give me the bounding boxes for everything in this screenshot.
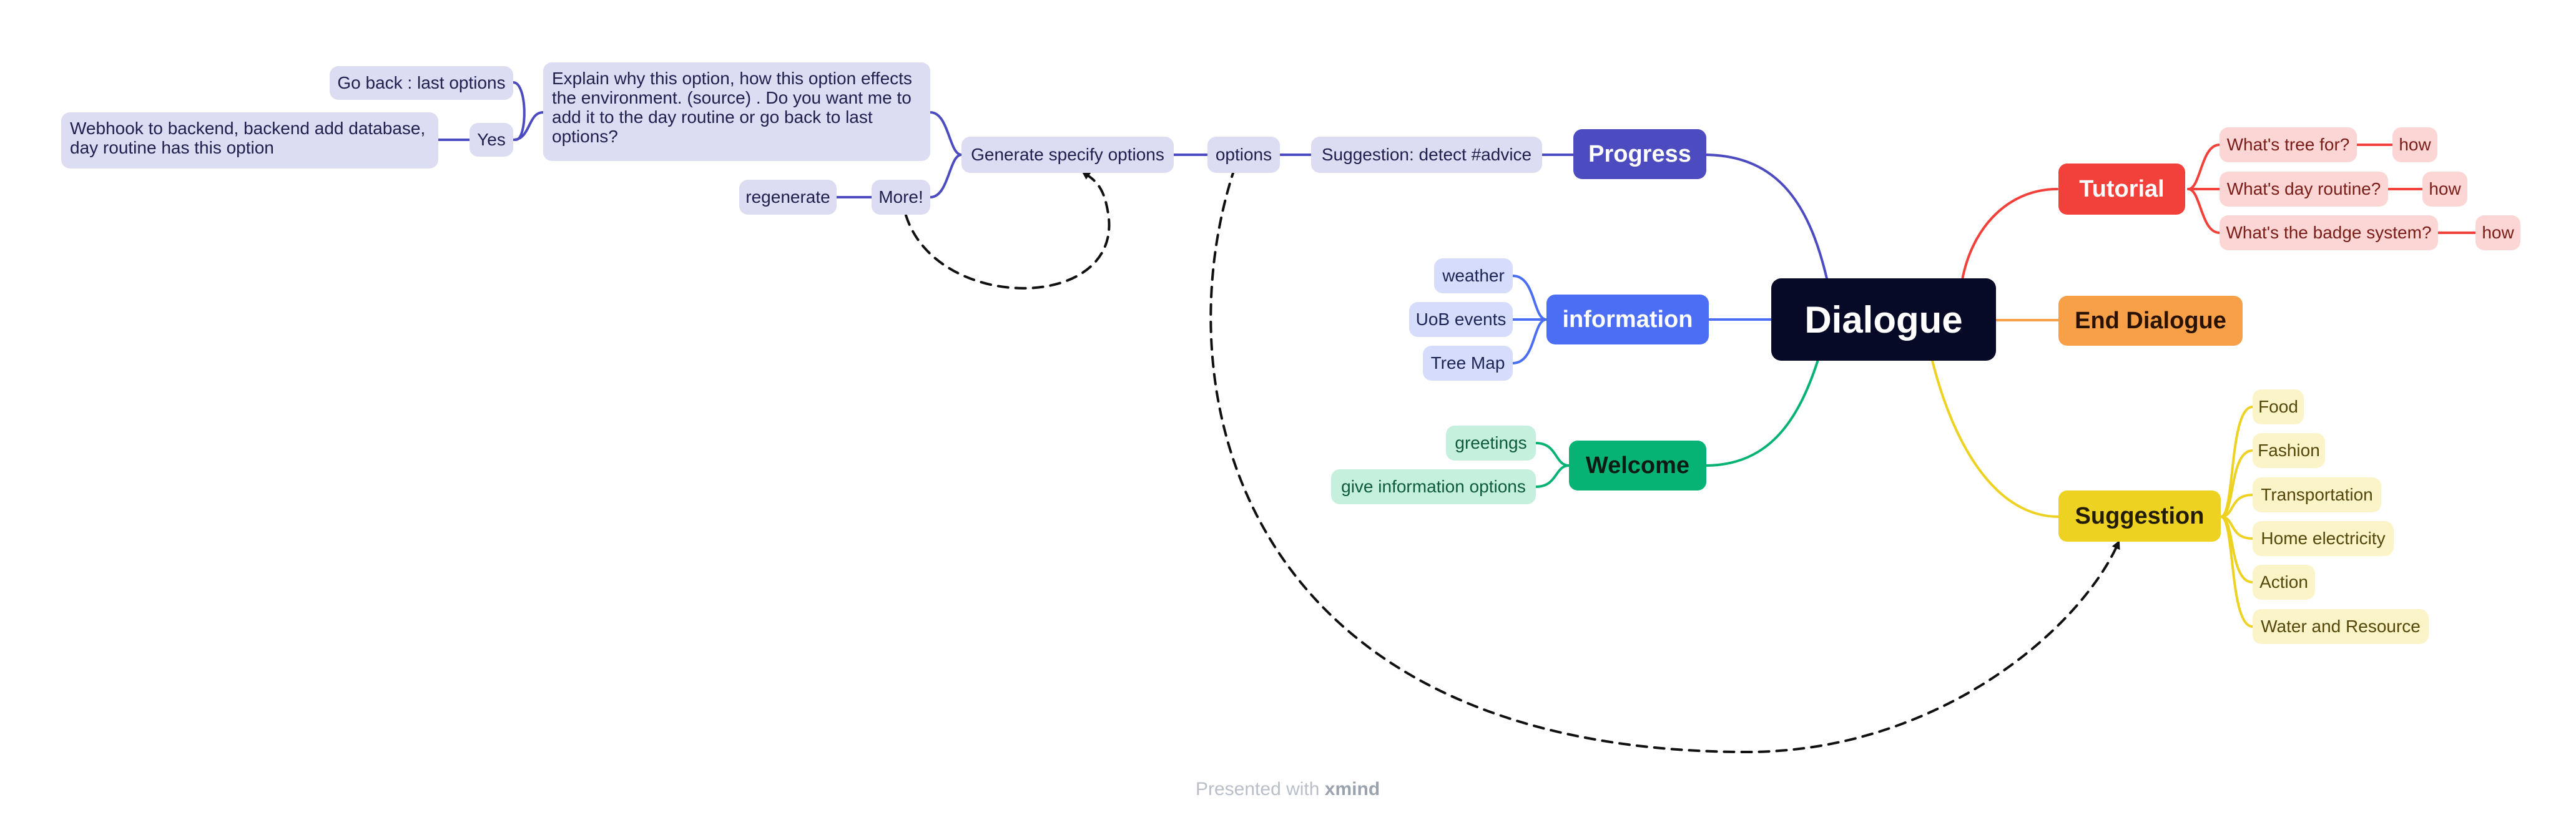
line-suggestion-action	[2220, 515, 2254, 583]
subtopic-greetings[interactable]: greetings	[1446, 426, 1536, 461]
subtopic-home-electricity[interactable]: Home electricity	[2253, 521, 2394, 556]
subtopic-explain-option[interactable]: Explain why this option, how this option…	[543, 62, 930, 161]
subtopic-food[interactable]: Food	[2253, 389, 2304, 424]
topic-suggestion[interactable]: Suggestion	[2058, 491, 2221, 542]
line-root-welcome	[1705, 354, 1821, 467]
topic-end-dialogue[interactable]: End Dialogue	[2058, 296, 2243, 346]
subtopic-fashion[interactable]: Fashion	[2253, 433, 2325, 468]
xmind-brand[interactable]: xmind	[1324, 779, 1380, 799]
subtopic-how-badge[interactable]: how	[2475, 215, 2520, 250]
line-yes-goback	[512, 81, 526, 141]
line-suggestion-fashion	[2220, 449, 2254, 518]
line-tutorial-tree	[2187, 144, 2221, 190]
root-topic-dialogue[interactable]: Dialogue	[1771, 278, 1996, 361]
subtopic-how-day-routine[interactable]: how	[2422, 172, 2467, 207]
line-welcome-giveinfo	[1535, 464, 1570, 488]
subtopic-webhook-backend[interactable]: Webhook to backend, backend add database…	[61, 112, 438, 168]
line-suggestion-water	[2220, 515, 2254, 628]
line-info-weather	[1512, 275, 1548, 321]
subtopic-suggestion-detect[interactable]: Suggestion: detect #advice	[1311, 137, 1542, 173]
relationship-options-to-suggestion	[1209, 166, 2120, 754]
footer-text: Presented with	[1196, 779, 1320, 799]
line-tutorial-badge	[2187, 188, 2221, 234]
topic-information[interactable]: information	[1546, 295, 1709, 344]
subtopic-uob-events[interactable]: UoB events	[1409, 302, 1513, 337]
line-generate-explain	[929, 111, 963, 156]
subtopic-action[interactable]: Action	[2253, 565, 2315, 600]
subtopic-more[interactable]: More!	[872, 180, 930, 215]
subtopic-go-back-last-options[interactable]: Go back : last options	[330, 66, 513, 100]
line-welcome-greetings	[1535, 442, 1570, 467]
subtopic-regenerate[interactable]: regenerate	[739, 180, 837, 215]
subtopic-transportation[interactable]: Transportation	[2253, 477, 2381, 512]
topic-progress[interactable]: Progress	[1573, 129, 1706, 179]
line-info-treemap	[1512, 318, 1548, 364]
subtopic-generate-specify-options[interactable]: Generate specify options	[961, 137, 1174, 173]
line-root-progress	[1705, 154, 1829, 285]
subtopic-whats-day-routine[interactable]: What's day routine?	[2220, 172, 2388, 207]
line-explain-yes	[512, 111, 544, 141]
line-generate-more	[929, 154, 963, 198]
topic-welcome[interactable]: Welcome	[1569, 441, 1706, 491]
subtopic-tree-map[interactable]: Tree Map	[1423, 346, 1513, 381]
subtopic-water-and-resource[interactable]: Water and Resource	[2253, 609, 2429, 644]
subtopic-whats-the-badge-system[interactable]: What's the badge system?	[2220, 215, 2438, 250]
line-root-suggestion	[1930, 357, 2060, 518]
subtopic-give-information-options[interactable]: give information options	[1331, 469, 1536, 504]
subtopic-weather[interactable]: weather	[1434, 258, 1513, 293]
subtopic-whats-tree-for[interactable]: What's tree for?	[2220, 127, 2357, 162]
relationship-more-to-generate	[905, 170, 1111, 290]
line-root-tutorial	[1961, 188, 2058, 281]
topic-tutorial[interactable]: Tutorial	[2058, 164, 2185, 215]
subtopic-options[interactable]: options	[1207, 137, 1280, 173]
presented-with-footer: Presented with xmind	[1196, 779, 1380, 800]
subtopic-yes[interactable]: Yes	[469, 123, 513, 157]
subtopic-how-tree[interactable]: how	[2392, 127, 2437, 162]
